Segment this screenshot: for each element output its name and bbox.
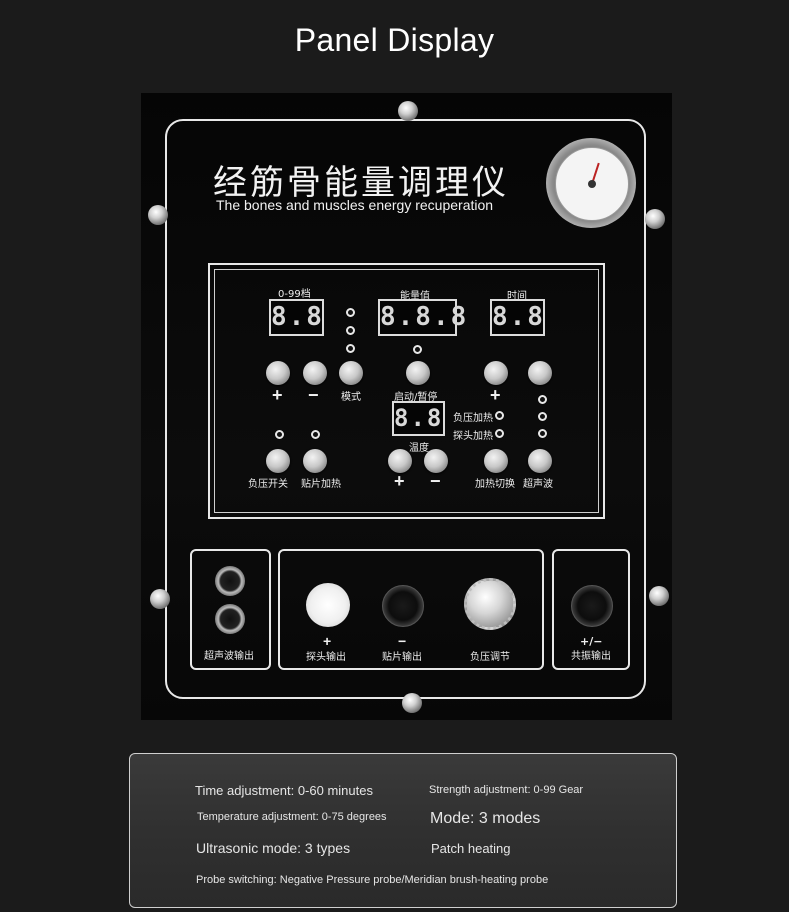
control-frame-inner [214, 269, 599, 513]
patch-output-socket-icon[interactable] [382, 585, 424, 627]
start-pause-button[interactable] [406, 361, 430, 385]
patch-heat-label: 贴片加热 [301, 479, 341, 490]
screw-left-bottom-icon [150, 589, 170, 609]
start-led [413, 345, 422, 354]
temperature-display: 8.8 [392, 401, 445, 436]
gear-plus-button[interactable] [266, 361, 290, 385]
heat-switch-button[interactable] [484, 449, 508, 473]
main-output-box: + 探头输出 − 贴片输出 负压调节 [278, 549, 544, 670]
gauge-face [555, 147, 629, 221]
resonance-output-label: 共振输出 [571, 651, 611, 662]
energy-display: 8.8.8 [378, 299, 466, 336]
time-label: 时间 [507, 291, 527, 302]
gauge-hub [588, 180, 596, 188]
temperature-adjustment-text: Temperature adjustment: 0-75 degrees [197, 811, 387, 823]
gear-minus-sign: − [308, 385, 319, 405]
mode-led-2 [346, 326, 355, 335]
time-minus-button[interactable] [528, 361, 552, 385]
panel-title-en: The bones and muscles energy recuperatio… [216, 197, 494, 213]
probe-output-socket-icon[interactable] [306, 583, 350, 627]
probe-plus-sign: + [323, 633, 332, 649]
screw-top-icon [398, 101, 418, 121]
neg-pressure-knob[interactable] [464, 578, 516, 630]
resonance-output-socket-icon[interactable] [571, 585, 613, 627]
mode-led-3 [346, 344, 355, 353]
pressure-gauge-icon [546, 138, 636, 228]
patch-heat-led [311, 430, 320, 439]
page-title: Panel Display [294, 22, 495, 58]
gear-display: 8.8 [269, 299, 324, 336]
probe-switching-text: Probe switching: Negative Pressure probe… [196, 874, 549, 886]
probe-heat-label: 探头加热 [453, 431, 493, 442]
device-panel: 经筋骨能量调理仪 The bones and muscles energy re… [141, 93, 672, 720]
temperature-plus-sign: + [394, 471, 405, 491]
gear-minus-button[interactable] [303, 361, 327, 385]
mode-led-1 [346, 308, 355, 317]
energy-label: 能量值 [400, 291, 430, 302]
screw-right-top-icon [645, 209, 665, 229]
neg-pressure-adjust-label: 负压调节 [470, 652, 510, 663]
ultrasonic-button[interactable] [528, 449, 552, 473]
neg-pressure-switch-led [275, 430, 284, 439]
temperature-label: 温度 [409, 443, 429, 454]
ultrasonic-output-box: 超声波输出 [190, 549, 271, 670]
neg-pressure-switch-button[interactable] [266, 449, 290, 473]
ultrasonic-label: 超声波 [523, 479, 553, 490]
panel-title-cn: 经筋骨能量调理仪 [213, 163, 509, 203]
temperature-plus-button[interactable] [388, 449, 412, 473]
ultrasonic-connector-1-icon[interactable] [215, 566, 245, 596]
start-pause-label: 启动/暂停 [394, 392, 438, 403]
temperature-minus-sign: − [430, 471, 441, 491]
resonance-output-box: +/− 共振输出 [552, 549, 630, 670]
gear-plus-sign: + [272, 385, 283, 405]
screw-bottom-icon [402, 693, 422, 713]
patch-heat-button[interactable] [303, 449, 327, 473]
mode-label: 模式 [341, 392, 361, 403]
spec-info-box: Time adjustment: 0-60 minutes Strength a… [129, 753, 677, 908]
screw-right-bottom-icon [649, 586, 669, 606]
resonance-plus-minus-sign: +/− [580, 635, 603, 648]
screw-left-top-icon [148, 205, 168, 225]
heat-switch-label: 加热切换 [475, 479, 515, 490]
strength-adjustment-text: Strength adjustment: 0-99 Gear [429, 784, 584, 796]
ultrasonic-connector-2-icon[interactable] [215, 604, 245, 634]
neg-pressure-heat-label: 负压加热 [453, 413, 493, 424]
control-frame: 0-99档 能量值 时间 8.8 8.8.8 8.8 + − 模式 启动/暂停 … [208, 263, 605, 519]
time-display: 8.8 [490, 299, 545, 336]
mode-button[interactable] [339, 361, 363, 385]
mode-text: Mode: 3 modes [430, 810, 541, 827]
patch-output-label: 贴片输出 [382, 652, 422, 663]
temperature-minus-button[interactable] [424, 449, 448, 473]
time-plus-sign: + [490, 385, 501, 405]
time-adjustment-text: Time adjustment: 0-60 minutes [195, 783, 373, 798]
ultrasonic-output-label: 超声波输出 [204, 651, 254, 662]
probe-output-label: 探头输出 [306, 652, 346, 663]
neg-pressure-heat-led [495, 411, 504, 420]
gear-label: 0-99档 [278, 289, 311, 300]
ultrasonic-led-2 [538, 412, 547, 421]
time-plus-button[interactable] [484, 361, 508, 385]
ultrasonic-led-3 [538, 429, 547, 438]
ultrasonic-led-1 [538, 395, 547, 404]
probe-heat-led [495, 429, 504, 438]
patch-heating-text: Patch heating [431, 841, 511, 856]
neg-pressure-switch-label: 负压开关 [248, 479, 288, 490]
patch-minus-sign: − [398, 633, 407, 649]
ultrasonic-mode-text: Ultrasonic mode: 3 types [196, 840, 351, 856]
